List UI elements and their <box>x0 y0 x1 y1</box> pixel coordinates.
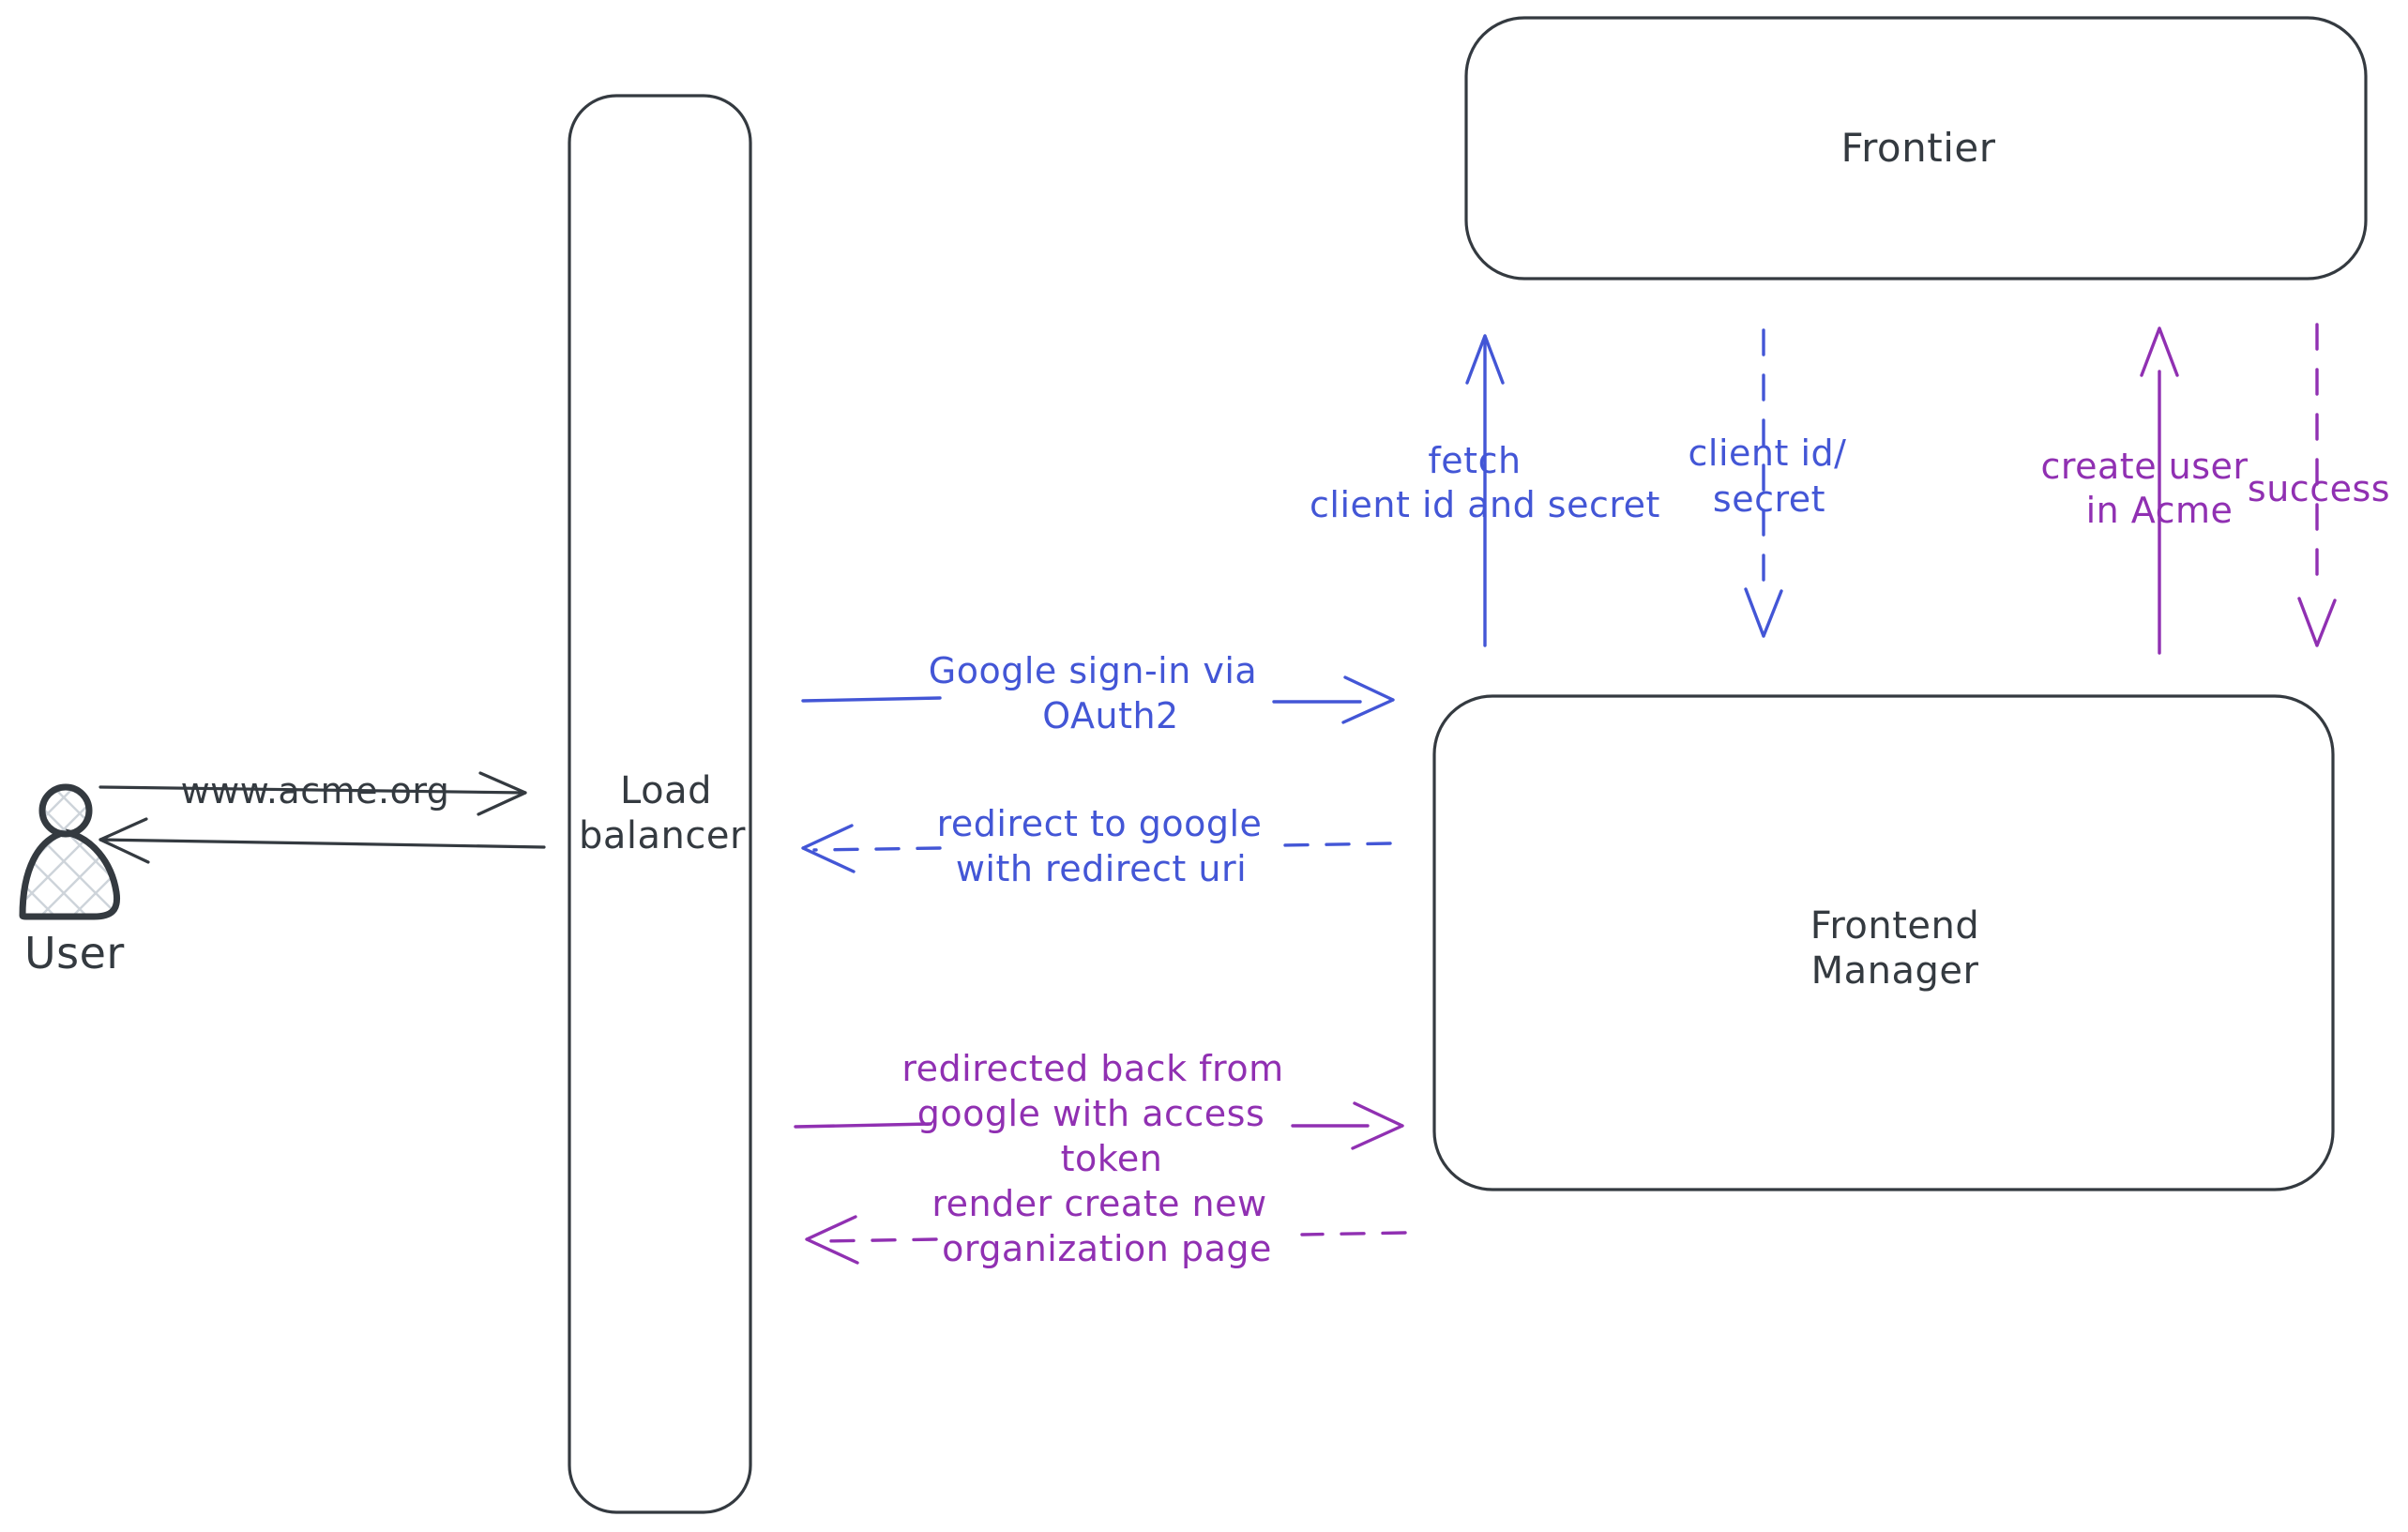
google-signin-arrowhead <box>1341 675 1395 724</box>
load-balancer-box <box>568 94 752 1514</box>
redirect-arrow-line <box>812 842 1392 852</box>
user-request-label: www.acme.org <box>181 770 450 812</box>
user-body <box>19 828 121 920</box>
redirected-back-label-line1: redirected back from <box>901 1048 1283 1089</box>
fetch-label-line1: fetch <box>1428 440 1521 481</box>
user-head <box>38 783 93 838</box>
load-balancer-label-line1: Load <box>620 769 712 812</box>
render-page-label-line1: render create new <box>931 1183 1266 1224</box>
user-request-arrow-line <box>98 785 527 795</box>
client-id-label-line1: client id/ <box>1689 432 1847 474</box>
redirected-back-label-line2: google with access <box>917 1093 1265 1134</box>
ink-text-layer: User www.acme.org Load balancer Frontier… <box>24 125 1995 993</box>
load-balancer-label-line2: balancer <box>579 814 746 857</box>
render-page-arrow-line <box>820 1231 1407 1243</box>
user-label: User <box>24 928 125 978</box>
success-label: success <box>2248 468 2390 509</box>
create-user-arrowhead <box>2140 326 2179 377</box>
render-page-label-line2: organization page <box>942 1228 1272 1269</box>
response-arrowhead <box>98 817 150 864</box>
create-user-label-line1: create user <box>2040 446 2248 487</box>
ink-shape-layer <box>19 16 2368 1514</box>
fetch-arrowhead <box>1465 334 1505 385</box>
render-page-arrowhead <box>805 1215 859 1265</box>
purple-text-layer: redirected back from google with access … <box>901 446 2390 1269</box>
client-id-label-line2: secret <box>1713 478 1825 520</box>
redirect-arrowhead <box>801 824 856 873</box>
create-user-label-line2: in Acme <box>2086 490 2234 531</box>
client-id-arrowhead <box>1744 587 1783 638</box>
redirect-label-line2: with redirect uri <box>956 848 1247 889</box>
redirected-back-label-line3: token <box>1061 1138 1163 1179</box>
frontier-box <box>1464 16 2368 281</box>
frontier-label: Frontier <box>1840 125 1995 171</box>
frontend-manager-box <box>1432 694 2335 1191</box>
frontend-manager-label-line2: Manager <box>1811 949 1979 993</box>
google-signin-arrow-line <box>801 696 1362 704</box>
google-signin-label-line2: OAuth2 <box>1042 695 1178 736</box>
redirected-back-arrow-line <box>794 1122 1370 1129</box>
success-arrowhead <box>2297 597 2337 647</box>
blue-text-layer: Google sign-in via OAuth2 redirect to go… <box>929 432 1847 889</box>
redirected-back-arrowhead <box>1351 1101 1404 1150</box>
purple-flow-layer <box>794 323 2337 1265</box>
blue-flow-layer <box>801 328 1783 873</box>
user-request-arrowhead <box>477 771 527 816</box>
frontend-manager-label-line1: Frontend <box>1810 904 1980 948</box>
response-arrow-line <box>98 838 546 849</box>
redirect-label-line1: redirect to google <box>937 803 1263 844</box>
google-signin-label-line1: Google sign-in via <box>929 650 1257 691</box>
fetch-label-line2: client id and secret <box>1310 484 1660 525</box>
